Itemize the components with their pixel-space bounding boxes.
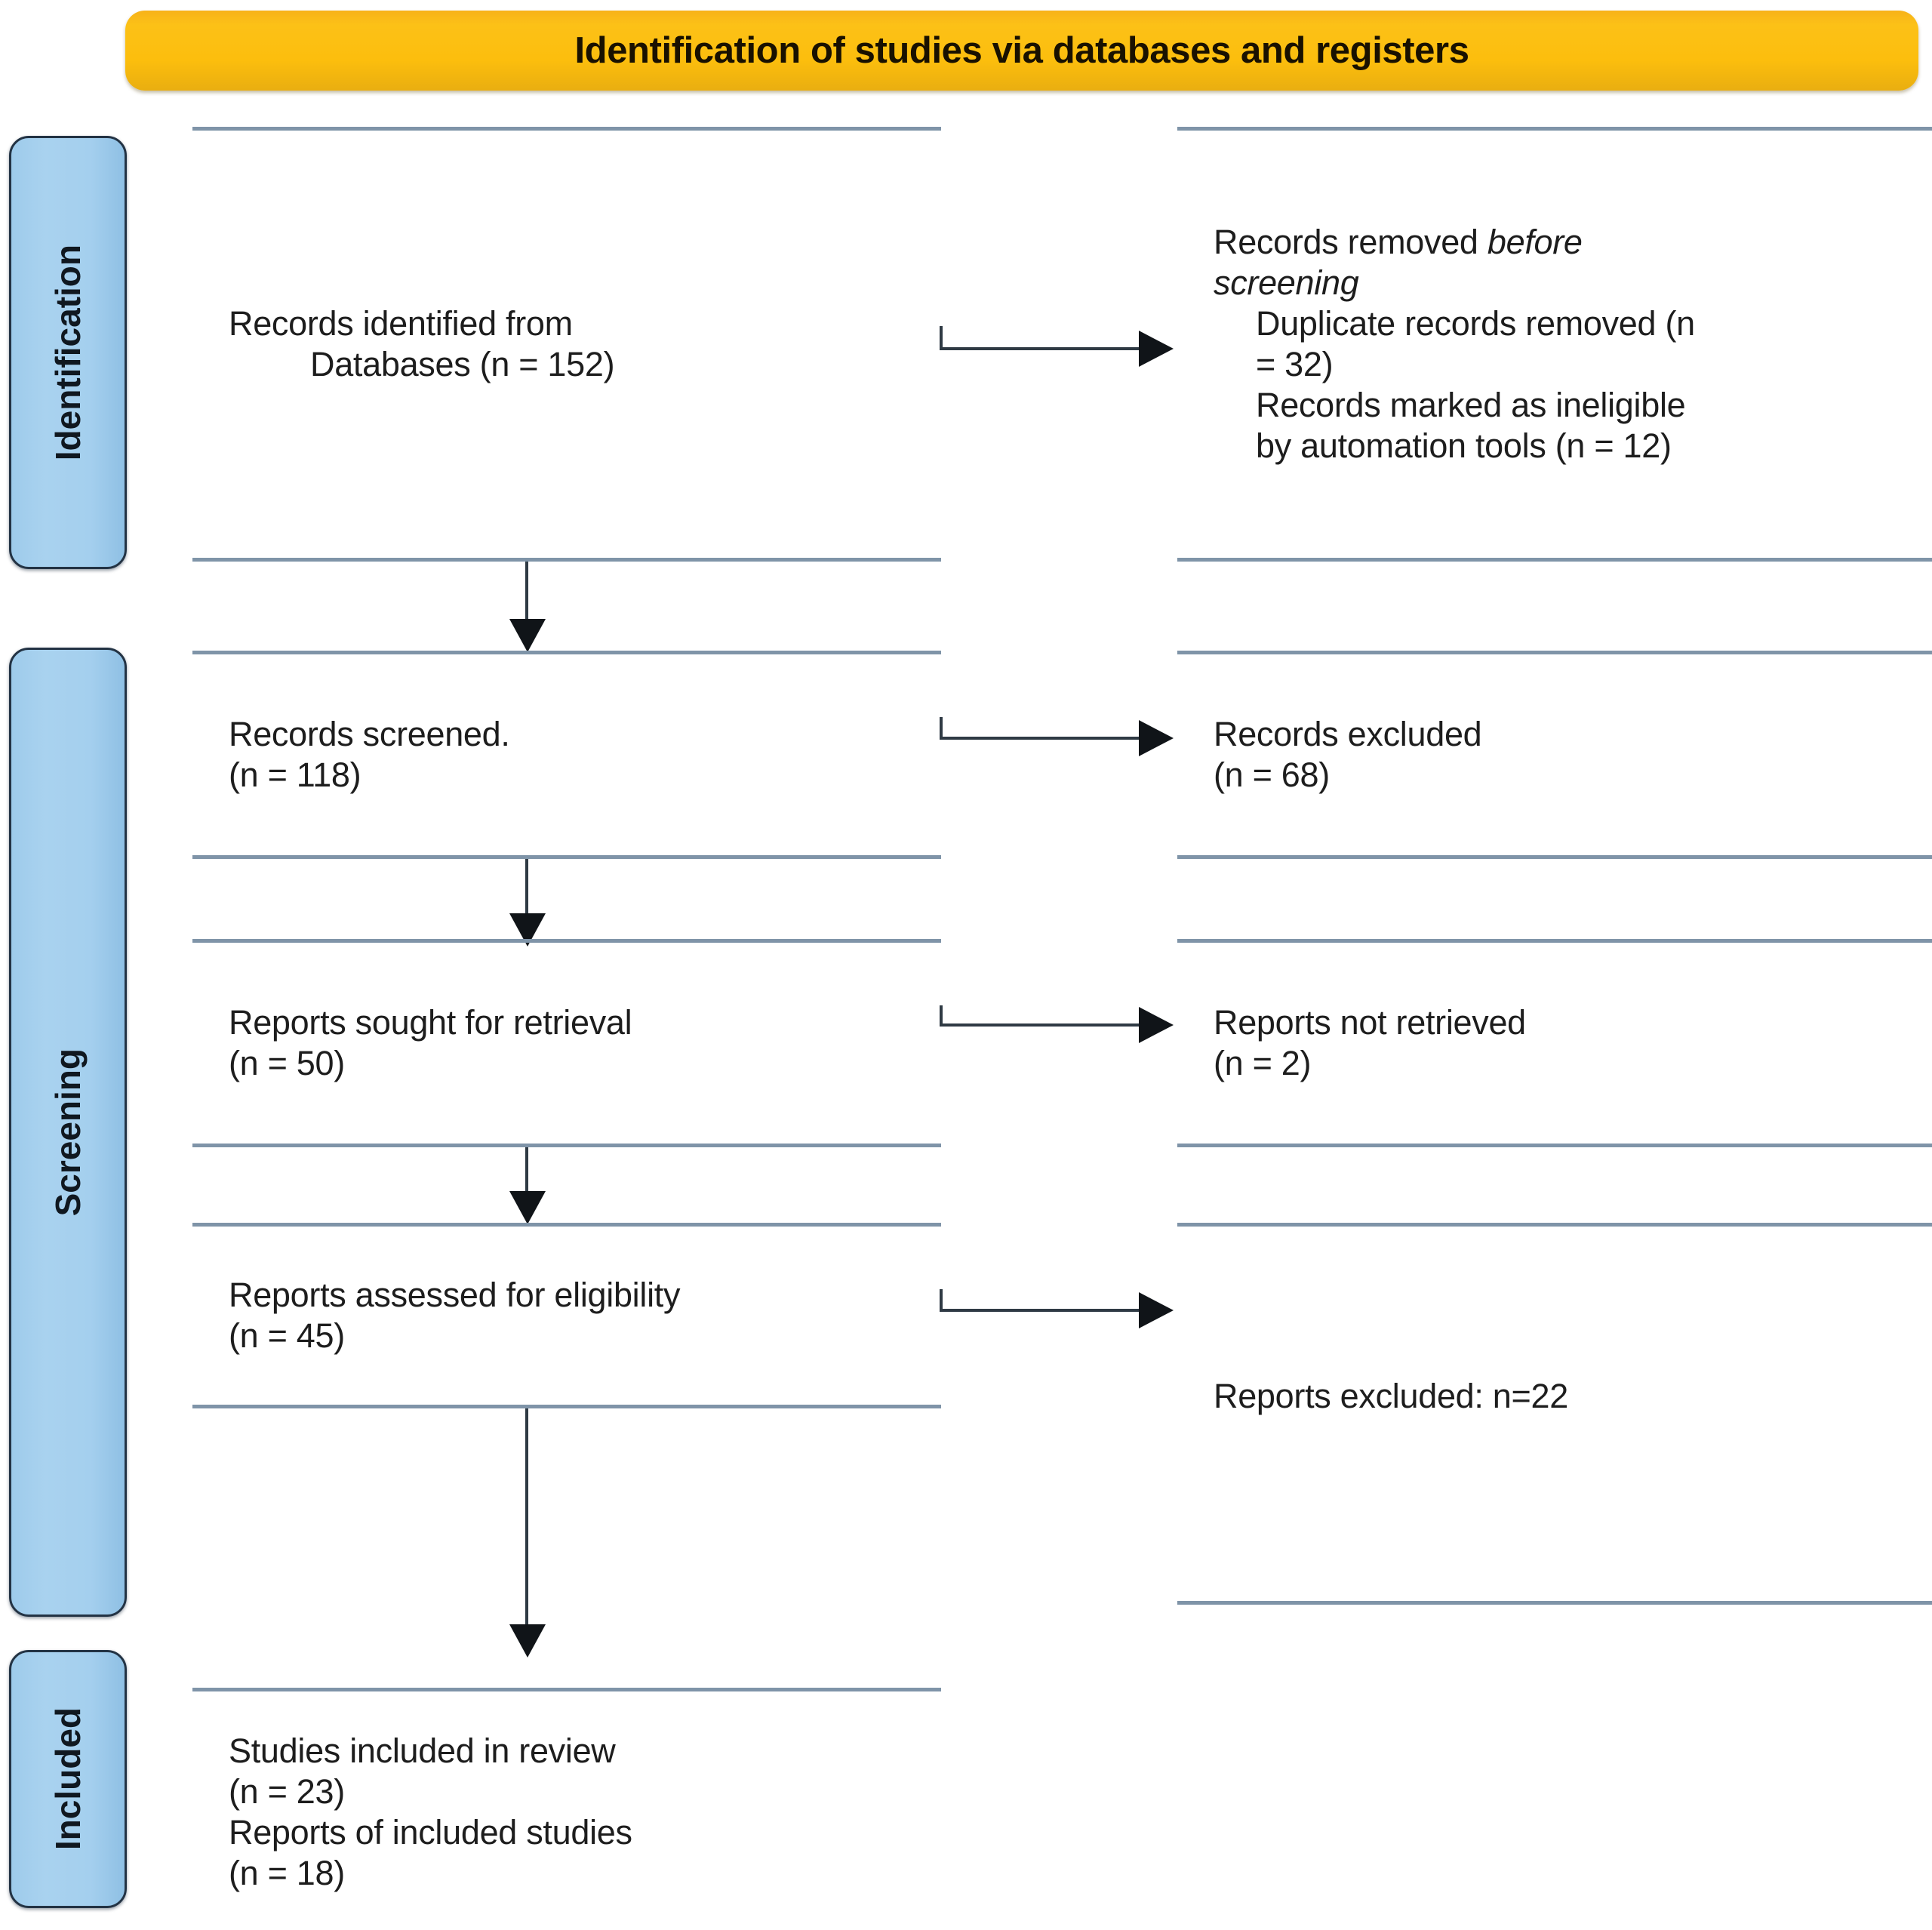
connector-arrowhead-assessed-to-repexcluded (1139, 1292, 1174, 1328)
box-reports-sought: Reports sought for retrieval (n = 50) (192, 939, 941, 1147)
connector-stub-assessed (940, 1289, 943, 1312)
stage-label-screening: Screening (48, 1048, 88, 1217)
records-excluded-line-2: (n = 68) (1214, 756, 1330, 794)
box-records-identified: Records identified from Databases (n = 1… (192, 127, 941, 562)
stage-rail-screening: Screening (9, 648, 127, 1617)
box-reports-assessed-text: Reports assessed for eligibility (n = 45… (229, 1275, 923, 1356)
studies-included-line-2: (n = 23) (229, 1772, 345, 1811)
studies-included-line-4: (n = 18) (229, 1854, 345, 1892)
box-records-screened: Records screened. (n = 118) (192, 651, 941, 859)
reports-assessed-line-1: Reports assessed for eligibility (229, 1276, 681, 1314)
box-reports-assessed: Reports assessed for eligibility (n = 45… (192, 1223, 941, 1408)
connector-arrowhead-sought-to-notretrieved (1139, 1007, 1174, 1043)
connector-stub-identified (940, 326, 943, 350)
records-removed-emphasis-before: before (1487, 223, 1583, 261)
studies-included-line-1: Studies included in review (229, 1731, 616, 1770)
records-excluded-line-1: Records excluded (1214, 715, 1482, 753)
connector-line-sought-to-assessed (525, 1147, 528, 1206)
banner-title: Identification of studies via databases … (574, 30, 1469, 71)
records-removed-line-3: Duplicate records removed (n (1256, 304, 1695, 343)
connector-arrowhead-identified-to-removed (1139, 331, 1174, 367)
connector-line-identified-to-screened (525, 562, 528, 633)
connector-arrowhead-identified-to-screened (509, 619, 546, 652)
reports-sought-line-2: (n = 50) (229, 1044, 345, 1082)
box-records-removed: Records removed before screening Duplica… (1177, 127, 1932, 562)
box-records-removed-text: Records removed before screening Duplica… (1214, 222, 1921, 466)
records-identified-line-2: Databases (n = 152) (310, 345, 615, 383)
connector-line-screened-to-sought (525, 859, 528, 928)
records-removed-line-5: Records marked as ineligible (1256, 386, 1686, 424)
connector-arrowhead-assessed-to-included (509, 1624, 546, 1658)
box-records-excluded-text: Records excluded (n = 68) (1214, 714, 1921, 796)
connector-line-identified-to-removed (940, 347, 1140, 350)
connector-stub-sought (940, 1005, 943, 1027)
records-screened-line-1: Records screened. (229, 715, 510, 753)
studies-included-line-3: Reports of included studies (229, 1813, 632, 1852)
stage-label-identification: Identification (48, 244, 88, 461)
box-reports-not-retrieved: Reports not retrieved (n = 2) (1177, 939, 1932, 1147)
connector-line-assessed-to-repexcluded (940, 1309, 1140, 1312)
connector-arrowhead-screened-to-excluded (1139, 720, 1174, 756)
phase-banner: Identification of studies via databases … (125, 11, 1918, 91)
reports-sought-line-1: Reports sought for retrieval (229, 1003, 632, 1042)
box-records-excluded: Records excluded (n = 68) (1177, 651, 1932, 859)
records-removed-line-4: = 32) (1256, 345, 1334, 383)
reports-not-retrieved-line-1: Reports not retrieved (1214, 1003, 1526, 1042)
reports-assessed-line-2: (n = 45) (229, 1316, 345, 1355)
stage-rail-identification: Identification (9, 136, 127, 569)
box-reports-excluded-text: Reports excluded: n=22 (1214, 1376, 1921, 1417)
connector-stub-screened (940, 717, 943, 740)
box-reports-sought-text: Reports sought for retrieval (n = 50) (229, 1002, 923, 1084)
box-reports-not-retrieved-text: Reports not retrieved (n = 2) (1214, 1002, 1921, 1084)
stage-label-included: Included (48, 1707, 88, 1851)
box-records-screened-text: Records screened. (n = 118) (229, 714, 923, 796)
records-screened-line-2: (n = 118) (229, 756, 361, 794)
records-identified-line-1: Records identified from (229, 304, 573, 343)
reports-not-retrieved-line-2: (n = 2) (1214, 1044, 1312, 1082)
box-studies-included-text: Studies included in review (n = 23) Repo… (229, 1731, 923, 1894)
box-studies-included: Studies included in review (n = 23) Repo… (192, 1688, 941, 1929)
records-removed-line-2: screening (1214, 263, 1359, 302)
connector-line-screened-to-excluded (940, 737, 1140, 740)
connector-line-sought-to-notretrieved (940, 1023, 1140, 1027)
connector-line-assessed-to-included (525, 1408, 528, 1642)
records-removed-lead: Records removed (1214, 223, 1487, 261)
records-removed-line-1: Records removed before (1214, 222, 1921, 263)
reports-excluded-line-1: Reports excluded: n=22 (1214, 1377, 1568, 1415)
connector-arrowhead-sought-to-assessed (509, 1191, 546, 1224)
box-records-identified-text: Records identified from Databases (n = 1… (229, 303, 923, 385)
box-reports-excluded: Reports excluded: n=22 (1177, 1223, 1932, 1605)
records-removed-line-6: by automation tools (n = 12) (1256, 426, 1672, 465)
stage-rail-included: Included (9, 1650, 127, 1908)
